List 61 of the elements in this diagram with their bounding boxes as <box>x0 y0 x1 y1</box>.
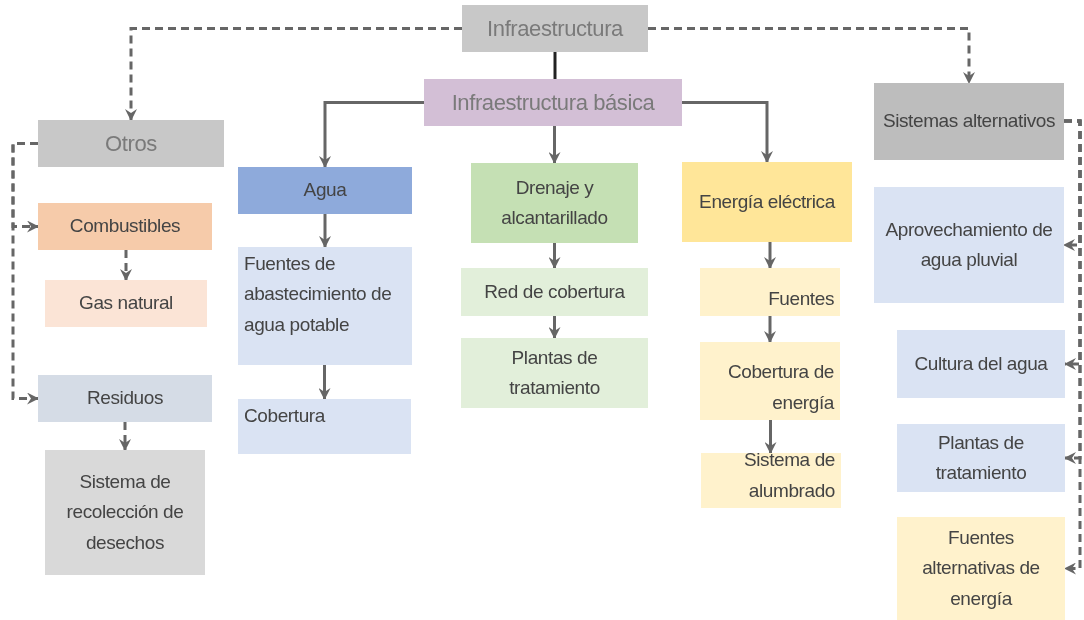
concept-box <box>38 203 212 250</box>
arrow <box>1064 119 1082 575</box>
concept-box <box>238 247 412 365</box>
concept-box <box>461 338 648 408</box>
node-label: Agua <box>303 178 347 203</box>
arrow <box>548 243 561 269</box>
node-label: Fuentes de abastecimiento de agua potable <box>244 252 393 337</box>
concept-box <box>874 83 1064 160</box>
node-label: Gas natural <box>79 291 173 316</box>
arrow <box>120 250 132 281</box>
concept-box <box>700 268 840 316</box>
node-label: Drenaje y alcantarillado <box>500 175 609 230</box>
concept-box <box>701 453 841 508</box>
concept-box <box>424 79 682 126</box>
arrow <box>764 242 776 269</box>
arrow <box>548 316 561 339</box>
node-label: Plantas de tratamiento <box>508 345 601 400</box>
node-label: Cobertura <box>244 404 325 428</box>
node-label: Residuos <box>87 386 163 411</box>
arrow <box>319 101 424 168</box>
concept-box <box>45 280 207 327</box>
concept-box <box>38 120 224 167</box>
arrow <box>548 126 561 164</box>
concept-box <box>38 375 212 422</box>
node-label: Energía eléctrica <box>699 189 835 214</box>
arrow <box>682 101 773 163</box>
concept-box <box>897 424 1065 492</box>
concept-box <box>874 187 1064 303</box>
node-label: Otros <box>105 129 157 158</box>
concept-box <box>897 330 1065 398</box>
node-label: Infraestructura <box>487 14 623 43</box>
concept-box <box>471 163 638 243</box>
arrow <box>764 316 776 343</box>
arrow <box>11 142 39 405</box>
concept-box <box>461 268 648 316</box>
arrow <box>119 422 131 451</box>
concept-box <box>462 5 648 52</box>
node-label: Fuentes <box>768 286 834 311</box>
node-label: Red de cobertura <box>484 279 625 304</box>
node-label: Cultura del agua <box>914 351 1048 376</box>
concept-box <box>682 162 852 242</box>
node-label: Plantas de tratamiento <box>934 430 1028 485</box>
node-label: Aprovechamiento de agua pluvial <box>884 217 1054 272</box>
node-label: Sistema de alumbrado <box>742 448 835 503</box>
node-label: Combustibles <box>69 214 181 239</box>
node-label: Sistema de recolección de desechos <box>65 469 185 555</box>
arrow <box>318 365 331 400</box>
arrow <box>764 420 777 454</box>
arrow <box>125 27 462 121</box>
arrow <box>648 27 975 84</box>
concept-box <box>700 342 840 420</box>
node-label: Cobertura de energía <box>726 360 834 415</box>
node-label: Fuentes alternativas de energía <box>921 525 1041 611</box>
node-label: Sistemas alternativos <box>882 109 1056 134</box>
concept-box <box>45 450 205 575</box>
connector-line <box>553 52 557 79</box>
concept-box <box>897 517 1065 620</box>
arrow <box>319 214 331 248</box>
node-label: Infraestructura básica <box>451 88 655 117</box>
concept-box <box>238 399 411 454</box>
concept-box <box>238 167 412 214</box>
